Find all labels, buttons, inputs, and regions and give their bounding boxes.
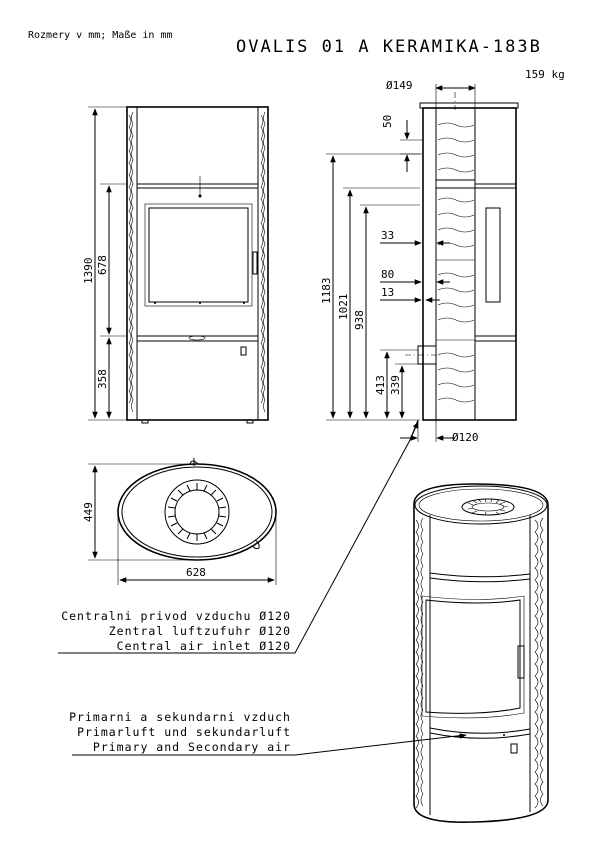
- dim-flue-offset: 50: [381, 115, 394, 128]
- front-view: 1390 678 358: [82, 106, 269, 424]
- dim-depth-33: 33: [381, 229, 394, 242]
- primary-air-note: Primarni a sekundarni vzduch Primarluft …: [69, 710, 291, 754]
- annotation-leaders: [58, 419, 467, 756]
- primary-air-note-en: Primary and Secondary air: [93, 740, 291, 754]
- top-view: 449 628: [82, 458, 277, 585]
- dim-inlet-height-2: 339: [389, 375, 402, 395]
- dim-depth-13: 13: [381, 286, 394, 299]
- dim-flue-diameter: Ø149: [386, 79, 413, 92]
- dim-base-height: 358: [96, 369, 109, 389]
- dim-top-width: 628: [186, 566, 206, 579]
- dim-top-depth: 449: [82, 502, 95, 522]
- side-view: Ø149 50 1183 1021 938 413 339 33 80 13: [320, 79, 519, 444]
- dim-window-height: 678: [96, 255, 109, 275]
- central-air-note-en: Central air inlet Ø120: [117, 639, 291, 653]
- dim-inlet-diameter: Ø120: [452, 431, 479, 444]
- dim-rear-height-1: 1021: [337, 294, 350, 321]
- primary-air-note-cz: Primarni a sekundarni vzduch: [69, 710, 291, 724]
- model-title: OVALIS 01 A KERAMIKA-183B: [236, 37, 542, 57]
- central-air-note: Centralni privod vzduchu Ø120 Zentral lu…: [61, 609, 291, 653]
- central-air-note-de: Zentral luftzufuhr Ø120: [109, 624, 291, 638]
- units-note: Rozmery v mm; Maße in mm: [28, 30, 173, 41]
- dim-depth-80: 80: [381, 268, 394, 281]
- perspective-view: [413, 483, 549, 823]
- dim-inlet-height-1: 413: [374, 375, 387, 395]
- central-air-note-cz: Centralni privod vzduchu Ø120: [61, 609, 291, 623]
- dim-rear-height-2: 938: [353, 310, 366, 330]
- weight-label: 159 kg: [525, 68, 565, 81]
- primary-air-note-de: Primarluft und sekundarluft: [77, 725, 291, 739]
- dim-flue-height: 1183: [320, 278, 333, 305]
- dim-total-height: 1390: [82, 258, 95, 285]
